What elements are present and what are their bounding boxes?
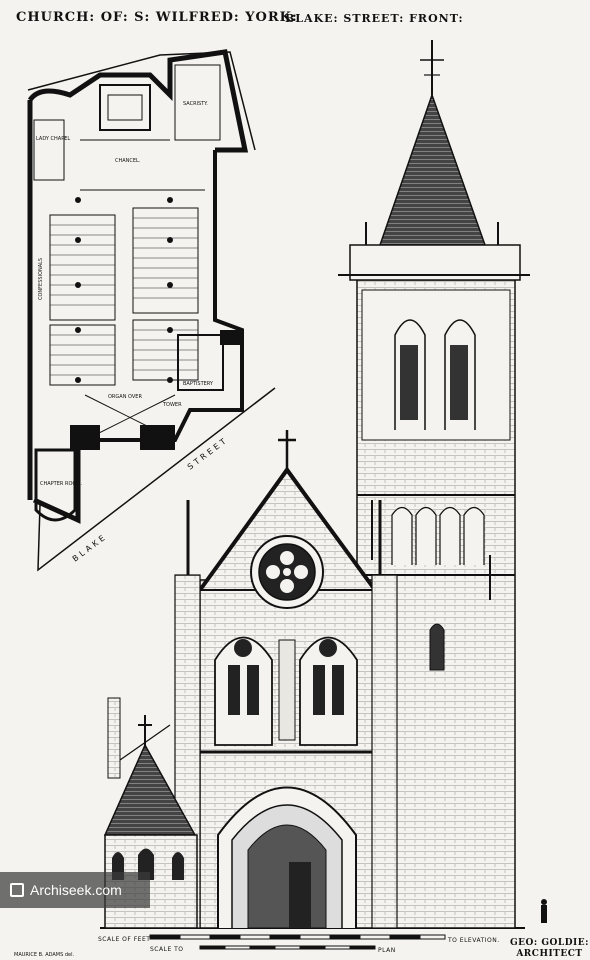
scale-plan-label: SCALE TO	[150, 946, 184, 953]
nave-gable	[174, 430, 398, 929]
scale-bars	[149, 934, 446, 950]
plan-label-chancel: CHANCEL.	[115, 158, 141, 164]
scale-elevation-label: SCALE OF FEET	[98, 936, 151, 943]
scale-elevation-suffix: TO ELEVATION.	[448, 937, 500, 944]
drawing-subtitle: BLAKE: STREET: FRONT:	[285, 12, 464, 25]
architect-title: ARCHITECT	[516, 949, 583, 959]
plan-label-confessionals: CONFESSIONALS	[38, 258, 44, 300]
plan-label-organ-over: ORGAN OVER	[108, 394, 142, 400]
chapter-room-wing	[103, 697, 198, 929]
plan-label-baptistery: BAPTISTERY	[183, 381, 214, 387]
plan-label-chapter-room: CHAPTER ROOM.	[40, 481, 83, 487]
watermark-badge[interactable]: Archiseek.com	[0, 872, 150, 908]
plan-label-lady-chapel: LADY CHAPEL	[36, 136, 70, 142]
engraver-credit: MAURICE B. ADAMS del.	[14, 952, 75, 958]
drawing-title: CHURCH: OF: S: WILFRED: YORK:	[16, 10, 298, 25]
architect-name: GEO: GOLDIE:	[510, 938, 589, 948]
watermark-text: Archiseek.com	[30, 882, 122, 898]
scale-figure	[541, 899, 547, 923]
architect-credit: GEO: GOLDIE: ARCHITECT	[510, 938, 589, 960]
archiseek-logo-icon	[10, 883, 24, 897]
plan-label-tower: TOWER	[162, 402, 182, 408]
scale-plan-suffix: PLAN	[378, 947, 396, 954]
plan-label-sacristy: SACRISTY.	[183, 101, 208, 107]
